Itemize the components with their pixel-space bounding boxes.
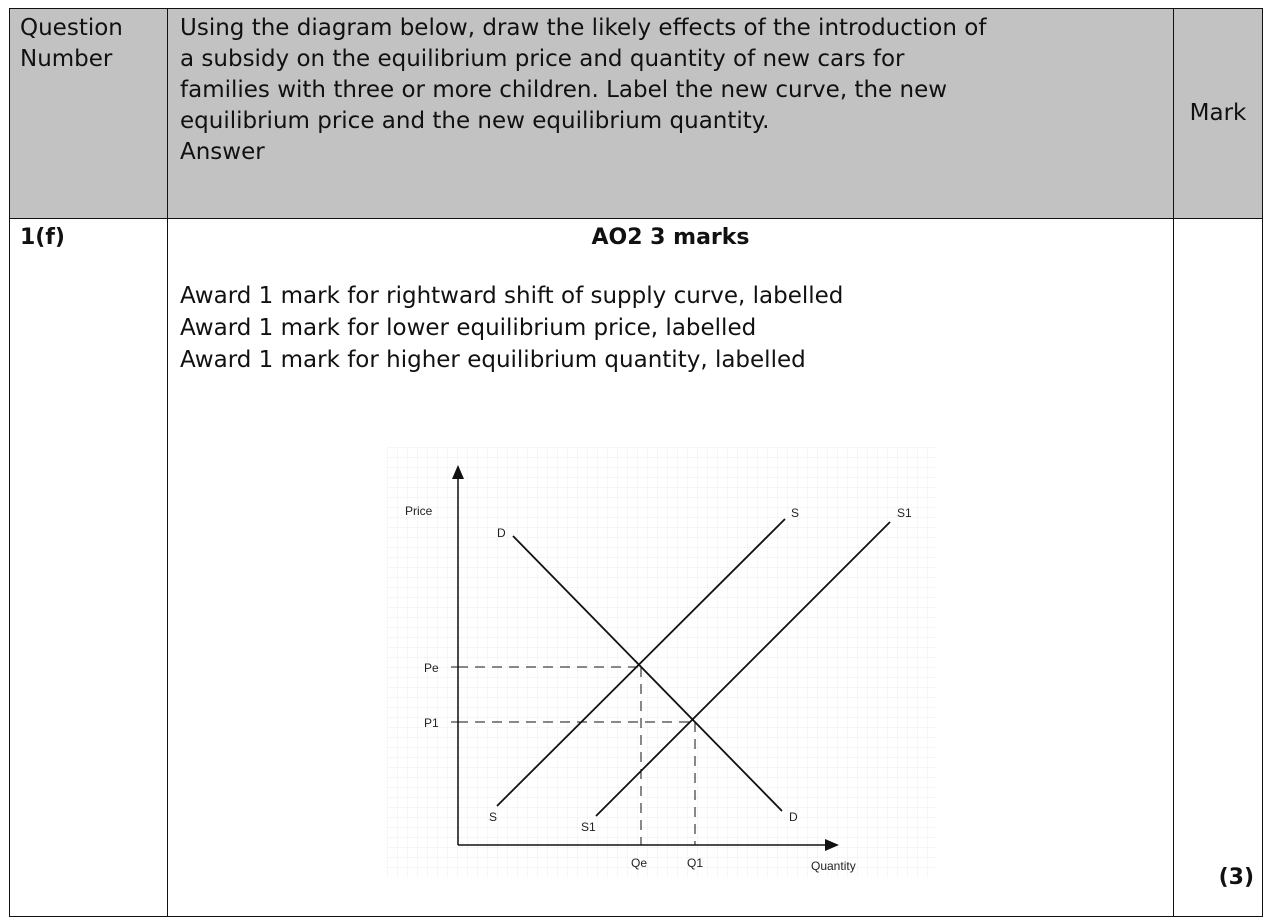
supply-curve [496,518,786,807]
mark-header-text: Mark [1189,100,1247,126]
answer-row: 1(f) AO2 3 marks Award 1 mark for rightw… [9,218,1263,917]
marks-cell: (3) [1173,218,1263,917]
price-new-label: P1 [424,716,439,730]
header-row: Question Number Using the diagram below,… [9,8,1263,219]
supply-label-top: S [791,506,799,520]
question-number-header-text: Question Number [20,15,123,72]
question-number: 1(f) [20,225,65,250]
quantity-axis-arrow [825,839,839,851]
award-criteria: Award 1 mark for rightward shift of supp… [180,280,1161,376]
demand-curve [512,535,783,812]
supply-demand-diagram: Price Quantity D D S S S1 S1 Pe P1 Qe Q1 [387,447,937,877]
question-header: Using the diagram below, draw the likely… [167,8,1174,219]
question-number-cell: 1(f) [9,218,168,917]
question-line-1: Using the diagram below, draw the likely… [180,15,987,41]
question-number-header: Question Number [9,8,168,219]
demand-label-top: D [497,526,506,540]
ao-heading: AO2 3 marks [591,225,750,250]
new-supply-curve [595,521,891,817]
question-line-3: families with three or more children. La… [180,77,948,103]
answer-cell: AO2 3 marks Award 1 mark for rightward s… [167,218,1174,917]
new-supply-label-bottom: S1 [581,820,596,834]
mark-scheme-table: Question Number Using the diagram below,… [9,8,1263,917]
question-line-4: equilibrium price and the new equilibriu… [180,108,770,134]
new-supply-label-top: S1 [897,506,912,520]
award-line-2: Award 1 mark for lower equilibrium price… [180,315,757,341]
award-line-1: Award 1 mark for rightward shift of supp… [180,283,844,309]
answer-label: Answer [180,139,265,165]
quantity-original-label: Qe [631,856,647,870]
price-axis-arrow [452,465,464,479]
demand-label-bottom: D [789,810,798,824]
supply-label-bottom: S [489,810,497,824]
quantity-new-label: Q1 [687,856,703,870]
quantity-axis-label: Quantity [811,859,856,873]
mark-header: Mark [1173,8,1263,219]
diagram-grid [387,447,937,877]
price-original-label: Pe [424,661,439,675]
marks-value: (3) [1218,865,1254,890]
award-line-3: Award 1 mark for higher equilibrium quan… [180,347,806,373]
price-axis-label: Price [405,504,433,518]
question-line-2: a subsidy on the equilibrium price and q… [180,46,905,72]
